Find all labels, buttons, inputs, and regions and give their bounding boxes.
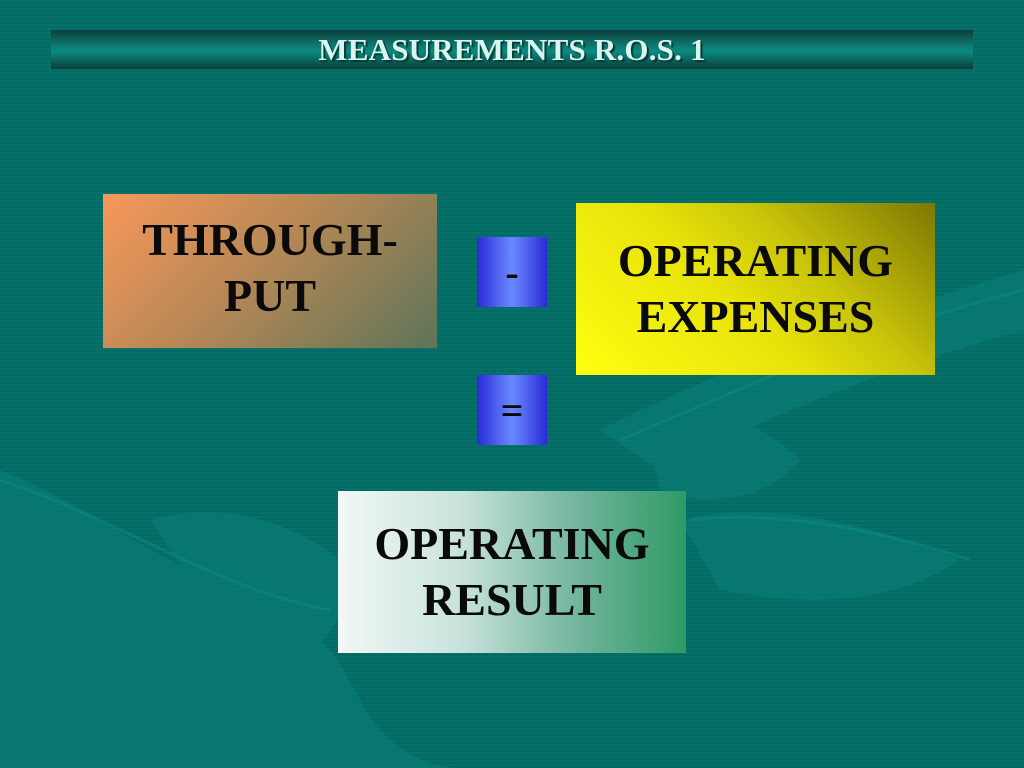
operating-result-line1: OPERATING	[374, 517, 650, 569]
equals-symbol: =	[500, 387, 524, 433]
operating-result-box: OPERATING RESULT	[338, 491, 686, 653]
minus-operator: -	[477, 237, 547, 307]
throughput-box: THROUGH- PUT	[103, 194, 437, 348]
equals-operator: =	[477, 375, 547, 445]
minus-symbol: -	[505, 249, 519, 295]
operating-expenses-line2: EXPENSES	[636, 291, 875, 342]
throughput-line1: THROUGH-	[142, 214, 398, 265]
operating-expenses-box: OPERATING EXPENSES	[576, 203, 935, 375]
throughput-line2: PUT	[224, 270, 316, 322]
slide-title: MEASUREMENTS R.O.S. 1	[318, 32, 706, 67]
operating-expenses-line1: OPERATING	[617, 234, 894, 286]
title-bar: MEASUREMENTS R.O.S. 1	[51, 30, 973, 69]
operating-result-line2: RESULT	[422, 574, 602, 625]
